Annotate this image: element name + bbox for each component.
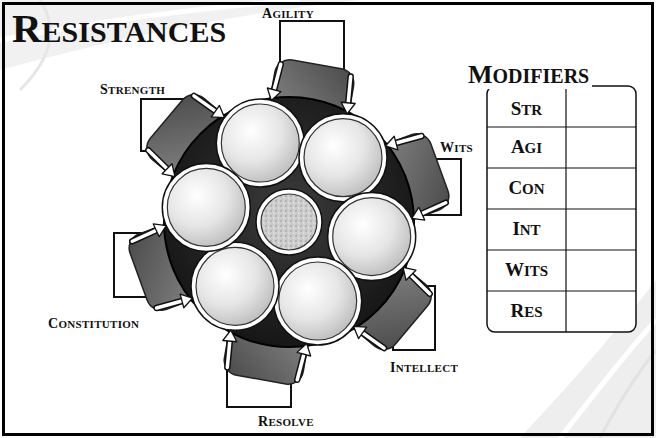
table-cell: CON — [487, 168, 566, 209]
modifier-label: CON — [508, 177, 544, 200]
center-circle — [256, 189, 322, 255]
stat-label: AGILITY — [262, 6, 314, 22]
modifier-label: AGI — [511, 136, 542, 159]
modifier-label: RES — [510, 300, 542, 323]
table-cell: RES — [487, 291, 566, 332]
table-cell: AGI — [487, 127, 566, 168]
stat-label: CONSTITUTION — [48, 316, 139, 332]
stat-label: RESOLVE — [258, 414, 314, 430]
wheel-arrows — [129, 63, 449, 382]
title-holder: RESISTANCES — [12, 5, 226, 53]
resistance-circles — [162, 99, 415, 345]
table-cell: STR — [487, 92, 566, 127]
stat-label: INTELLECT — [390, 360, 458, 376]
modifier-label: WITS — [505, 259, 548, 282]
sheet-title: RESISTANCES — [12, 6, 226, 54]
modifier-label: INT — [512, 218, 540, 241]
modifiers-heading-holder: MODIFIERS — [465, 62, 592, 89]
modifier-label: STR — [511, 98, 542, 121]
wheel-tabs — [125, 57, 453, 386]
table-heading: MODIFIERS — [465, 62, 592, 89]
stat-label: STRENGTH — [100, 82, 165, 98]
modifier-table — [487, 86, 636, 332]
page-frame — [4, 4, 653, 435]
stat-label: WITS — [440, 140, 473, 156]
table-cell: WITS — [487, 250, 566, 291]
table-cell: INT — [487, 209, 566, 250]
